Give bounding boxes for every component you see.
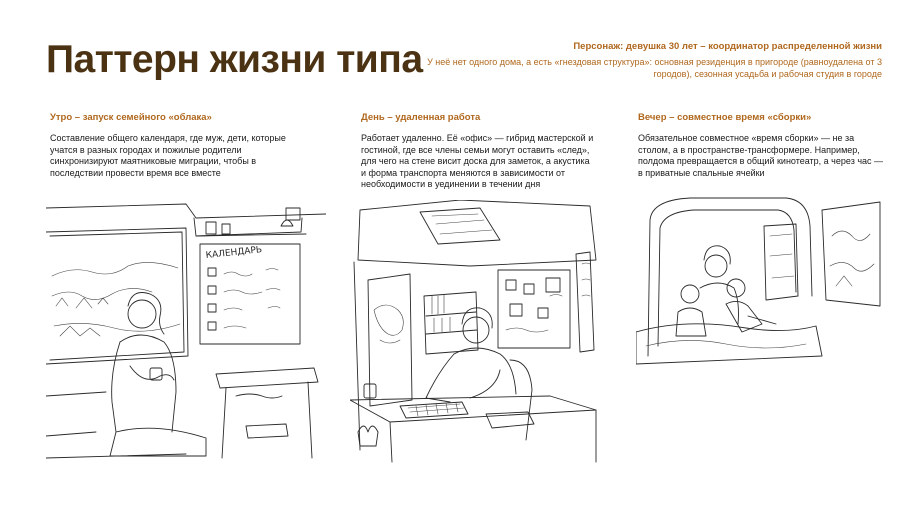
column-evening: Вечер – совместное время «сборки» Обязат… bbox=[638, 112, 888, 179]
morning-text: Составление общего календаря, где муж, д… bbox=[50, 133, 286, 178]
day-heading: День – удаленная работа bbox=[361, 112, 481, 123]
column-day: День – удаленная работа Работает удаленн… bbox=[361, 112, 596, 191]
persona-heading: Персонаж: девушка 30 лет – координатор р… bbox=[573, 41, 882, 52]
day-sketch bbox=[349, 199, 597, 463]
day-text: Работает удаленно. Её «офис» — гибрид ма… bbox=[361, 133, 594, 190]
persona-block: Персонаж: девушка 30 лет – координатор р… bbox=[412, 41, 882, 80]
evening-sketch bbox=[635, 197, 881, 365]
morning-heading: Утро – запуск семейного «облака» bbox=[50, 112, 212, 123]
calendar-board-label: КАЛЕНДАРЬ bbox=[205, 245, 262, 261]
page-title: Паттерн жизни типа bbox=[46, 38, 423, 81]
day-illustration bbox=[349, 199, 600, 465]
morning-illustration: КАЛЕНДАРЬ bbox=[45, 196, 327, 466]
persona-description: У неё нет одного дома, а есть «гнездовая… bbox=[427, 57, 882, 79]
column-morning: Утро – запуск семейного «облака» Составл… bbox=[50, 112, 310, 179]
morning-sketch: КАЛЕНДАРЬ bbox=[45, 203, 327, 459]
evening-text: Обязательное совместное «время сборки» —… bbox=[638, 133, 884, 178]
evening-illustration bbox=[635, 196, 881, 366]
evening-heading: Вечер – совместное время «сборки» bbox=[638, 112, 812, 123]
